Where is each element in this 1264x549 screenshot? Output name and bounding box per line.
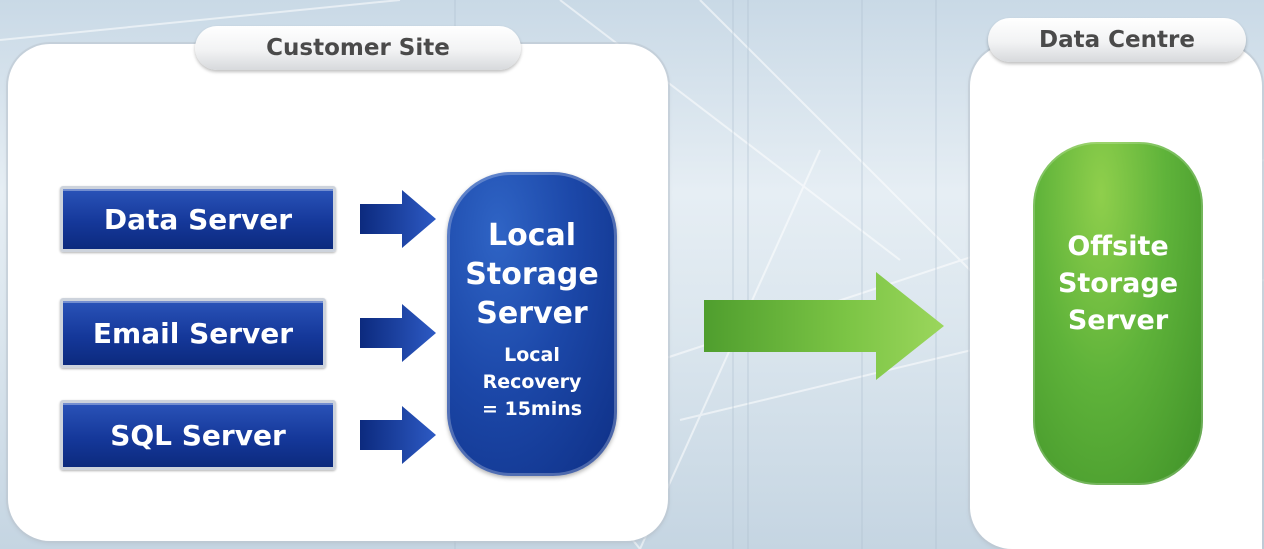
local-storage-label-line-3: Server (476, 296, 588, 331)
email-server-arrow-icon (360, 304, 436, 362)
local-recovery-line-3: = 15mins (481, 398, 583, 420)
offsite-storage-server: Offsite Storage Server (1033, 142, 1203, 485)
data-server-box: Data Server (60, 186, 336, 252)
email-server-box: Email Server (60, 298, 326, 368)
customer-site-title: Customer Site (195, 26, 521, 70)
local-storage-label-line-2: Storage (465, 257, 599, 292)
sql-server-arrow-icon (360, 406, 436, 464)
data-server-arrow-icon (360, 190, 436, 248)
data-centre-title: Data Centre (988, 18, 1246, 62)
local-storage-label-line-1: Local (487, 218, 577, 253)
offsite-storage-label-line-2: Storage (1057, 268, 1179, 299)
sql-server-box: SQL Server (60, 400, 336, 470)
offsite-transfer-arrow-icon (704, 272, 944, 380)
local-storage-server: Local Storage Server Local Recovery = 15… (447, 172, 617, 476)
local-recovery-line-1: Local (504, 344, 560, 366)
local-recovery-line-2: Recovery (482, 371, 582, 393)
offsite-storage-label-line-3: Server (1067, 305, 1169, 336)
offsite-storage-label-line-1: Offsite (1067, 231, 1169, 262)
